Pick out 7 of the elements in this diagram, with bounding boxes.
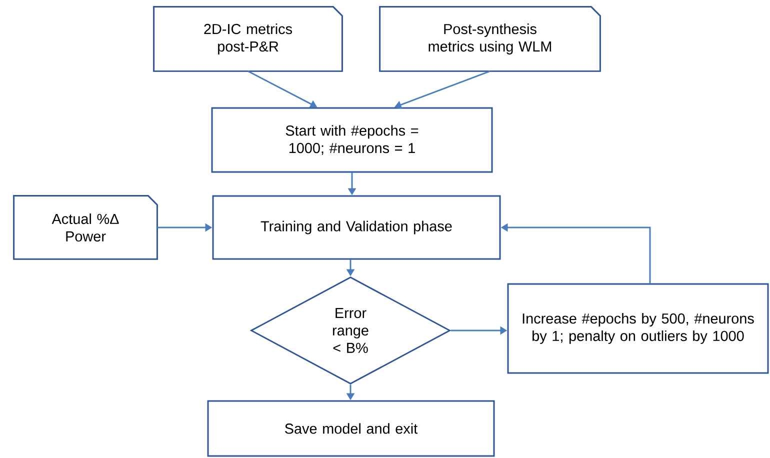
input-card: Post-synthesis metrics using WLM xyxy=(379,6,601,72)
process-box: Increase #epochs by 500, #neurons by 1; penalty on outliers by 1000 xyxy=(507,283,769,374)
input-card: 2D-IC metrics post-P&R xyxy=(153,6,343,72)
process-box: Save model and exit xyxy=(207,400,495,457)
process-box: Start with #epochs = 1000; #neurons = 1 xyxy=(211,107,493,173)
process-box: Training and Validation phase xyxy=(212,195,501,260)
input-card: Actual %Δ Power xyxy=(13,195,158,260)
